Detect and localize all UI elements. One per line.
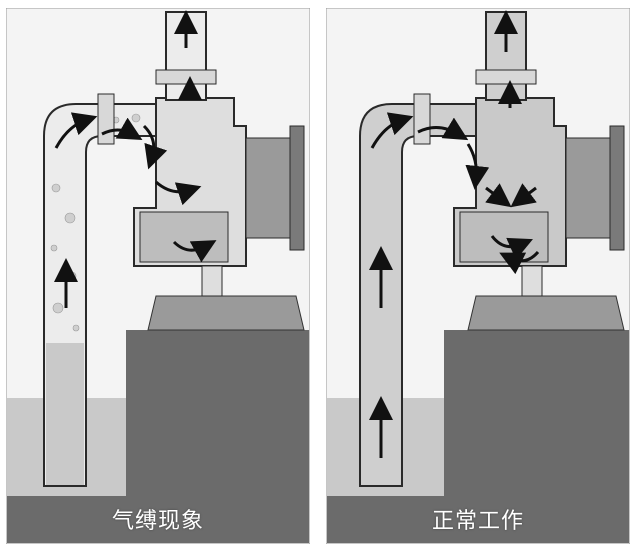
pipe-flange xyxy=(413,93,431,145)
pipe-water xyxy=(46,343,84,485)
pipe-flange xyxy=(97,93,115,145)
motor-flange xyxy=(609,125,625,251)
ground-bottom xyxy=(7,496,309,543)
pump-base xyxy=(147,295,305,331)
flow-arrows xyxy=(369,10,540,458)
air-binding-diagram xyxy=(6,8,310,544)
discharge-flange xyxy=(155,69,217,85)
normal-operation-diagram xyxy=(326,8,630,544)
discharge-flange xyxy=(475,69,537,85)
caption-air-binding: 气缚现象 xyxy=(111,509,204,534)
drain xyxy=(201,265,223,297)
pump-chamber xyxy=(139,211,229,263)
panel-air-binding: 气缚现象 xyxy=(6,8,310,544)
motor-flange xyxy=(289,125,305,251)
panel-normal-operation: 正常工作 xyxy=(326,8,630,544)
drain xyxy=(521,265,543,297)
ground-bottom xyxy=(327,496,629,543)
pump-base xyxy=(467,295,625,331)
flow-arrows xyxy=(54,10,217,308)
caption-normal-operation: 正常工作 xyxy=(431,509,524,534)
